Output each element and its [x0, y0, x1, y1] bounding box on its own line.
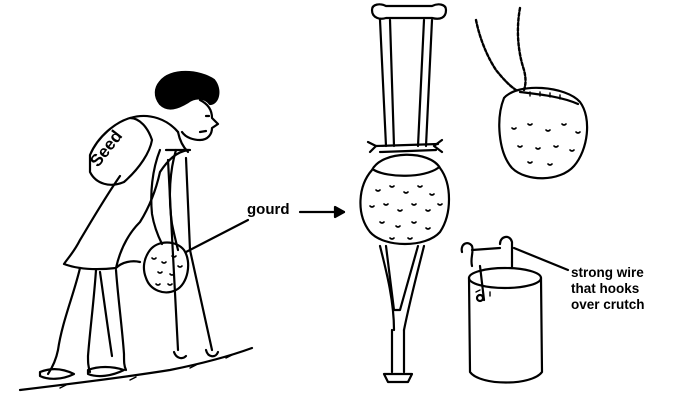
- label-strong-wire: strong wire that hooks over crutch: [571, 265, 645, 313]
- label-wire-line-2: that hooks: [571, 281, 645, 297]
- label-wire-line-1: strong wire: [571, 265, 645, 281]
- label-wire-line-3: over crutch: [571, 297, 645, 313]
- seed-text: Seed: [86, 127, 126, 171]
